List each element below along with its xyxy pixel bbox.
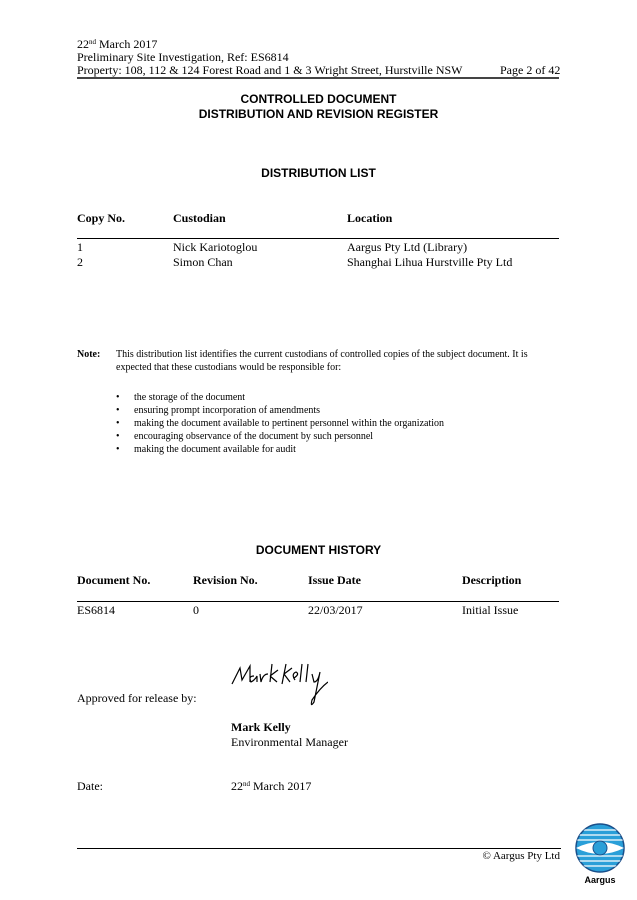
history-rule [77, 601, 559, 602]
col-description: Description [462, 573, 522, 587]
note-text-1: This distribution list identifies the cu… [116, 349, 528, 360]
logo-text: Aargus [584, 875, 616, 885]
footer-rule [77, 848, 561, 849]
cell: Simon Chan [173, 255, 233, 269]
header-date: 22nd March 2017 [77, 38, 157, 51]
cell: 22/03/2017 [308, 603, 363, 617]
date-rest: March 2017 [250, 779, 312, 793]
page-number: Page 2 of 42 [500, 63, 561, 77]
col-revision-no: Revision No. [193, 573, 258, 587]
cell: Aargus Pty Ltd (Library) [347, 240, 468, 254]
distribution-title: DISTRIBUTION LIST [261, 166, 376, 180]
cell: Nick Kariotoglou [173, 240, 258, 254]
note-label: Note: [77, 349, 101, 360]
bullet-icon: • [116, 444, 120, 455]
title-controlled: CONTROLLED DOCUMENT [240, 92, 397, 106]
date-sup: nd [89, 38, 96, 46]
cell: 2 [77, 255, 83, 269]
bullet-icon: • [116, 405, 120, 416]
bullet-item: ensuring prompt incorporation of amendme… [134, 405, 321, 416]
header-ref: Preliminary Site Investigation, Ref: ES6… [77, 50, 289, 64]
date-rest: March 2017 [96, 37, 158, 51]
bullet-item: making the document available to pertine… [134, 418, 445, 429]
cell: ES6814 [77, 603, 116, 617]
copyright: © Aargus Pty Ltd [482, 850, 560, 862]
cell: 1 [77, 240, 83, 254]
col-location: Location [347, 211, 393, 225]
signature [231, 663, 328, 706]
bullet-icon: • [116, 392, 120, 403]
distribution-rule [77, 238, 559, 239]
approval-date: 22nd March 2017 [231, 780, 311, 793]
cell: 0 [193, 603, 199, 617]
bullet-item: encouraging observance of the document b… [134, 431, 374, 442]
date-day: 22 [77, 37, 89, 51]
approver-name: Mark Kelly [231, 720, 291, 734]
note-text-2: expected that these custodians would be … [116, 362, 342, 373]
col-custodian: Custodian [173, 211, 226, 225]
bullet-icon: • [116, 431, 120, 442]
approved-label: Approved for release by: [77, 691, 197, 705]
cell: Initial Issue [462, 603, 519, 617]
col-document-no: Document No. [77, 573, 151, 587]
date-day: 22 [231, 779, 243, 793]
aargus-logo-icon [575, 823, 625, 873]
header-rule [77, 77, 559, 79]
date-sup: nd [243, 780, 250, 788]
col-issue-date: Issue Date [308, 573, 361, 587]
history-title: DOCUMENT HISTORY [255, 543, 382, 557]
bullet-item: the storage of the document [134, 392, 246, 403]
cell: Shanghai Lihua Hurstville Pty Ltd [347, 255, 513, 269]
title-register: DISTRIBUTION AND REVISION REGISTER [198, 107, 439, 121]
bullet-icon: • [116, 418, 120, 429]
header-property: Property: 108, 112 & 124 Forest Road and… [77, 63, 463, 77]
approver-role: Environmental Manager [231, 735, 348, 749]
bullet-item: making the document available for audit [134, 444, 296, 455]
date-label: Date: [77, 779, 103, 793]
col-copy: Copy No. [77, 211, 126, 225]
